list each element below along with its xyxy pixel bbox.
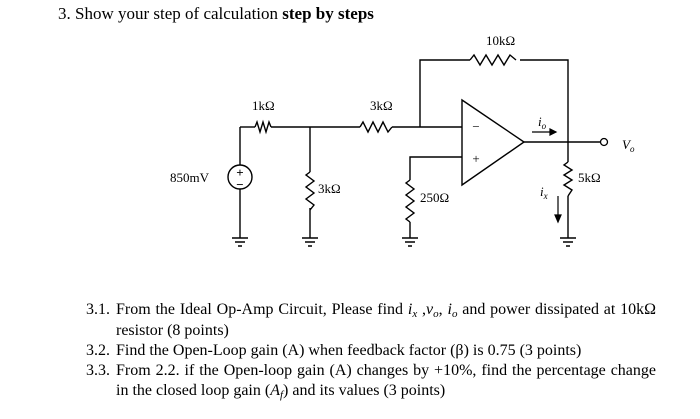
part-3-2: 3.2. Find the Open-Loop gain (A) when fe… [86, 342, 582, 359]
resistor-3k-series [359, 120, 393, 134]
resistor-1k [254, 119, 272, 135]
ground-icon [402, 237, 418, 247]
part-3-3: 3.3. From 2.2. if the Open-loop gain (A)… [86, 362, 656, 401]
label-vo: Vo [622, 137, 635, 154]
label-source: 850mV [170, 170, 210, 185]
voltage-source-circle [227, 164, 253, 190]
resistor-250-shunt [404, 179, 416, 223]
voltage-source: + − [227, 164, 253, 192]
label-io: io [538, 114, 547, 131]
source-plus: + [236, 165, 243, 180]
circuit-diagram: + − − + 1kΩ 3kΩ 10kΩ 3kΩ 250Ω 5kΩ 850mV … [170, 33, 635, 247]
label-rshunt2: 250Ω [420, 190, 449, 205]
resistor-3k-shunt [304, 171, 316, 211]
part-3-1: 3.1. From the Ideal Op-Amp Circuit, Plea… [86, 301, 657, 339]
label-ix: ix [540, 184, 548, 201]
ground-icon [560, 237, 576, 247]
label-r1: 1kΩ [252, 98, 275, 113]
grounds [232, 237, 576, 247]
io-arrow-icon [532, 128, 558, 136]
wire-noninverting [409, 156, 462, 180]
op-amp-minus: − [472, 119, 479, 134]
question-number: 3. [58, 4, 71, 23]
resistor-10k-feedback [469, 53, 517, 67]
op-amp: − + [461, 98, 526, 187]
label-r2: 3kΩ [370, 98, 393, 113]
label-rload: 5kΩ [578, 170, 601, 185]
question-emphasis: step by steps [282, 4, 374, 23]
question-lead: Show your step of calculation [75, 4, 279, 23]
ground-icon [302, 237, 318, 247]
part-number: 3.3. [86, 362, 110, 379]
wire-feedback-left [419, 59, 470, 127]
resistor-5k-load [562, 161, 574, 197]
part-number: 3.1. [86, 301, 110, 318]
wires [239, 59, 600, 238]
question-parts: 3.1. From the Ideal Op-Amp Circuit, Plea… [86, 300, 656, 402]
output-terminal [599, 137, 609, 147]
label-rf: 10kΩ [486, 33, 515, 48]
ground-icon [232, 237, 248, 247]
ix-arrow-icon [554, 196, 562, 224]
wire-feedback-right [520, 59, 569, 142]
op-amp-triangle [461, 98, 526, 187]
part-number: 3.2. [86, 342, 110, 359]
source-minus: − [236, 177, 243, 192]
label-rshunt1: 3kΩ [318, 181, 341, 196]
op-amp-plus: + [472, 151, 479, 166]
question-title: 3. Show your step of calculation step by… [58, 4, 374, 24]
